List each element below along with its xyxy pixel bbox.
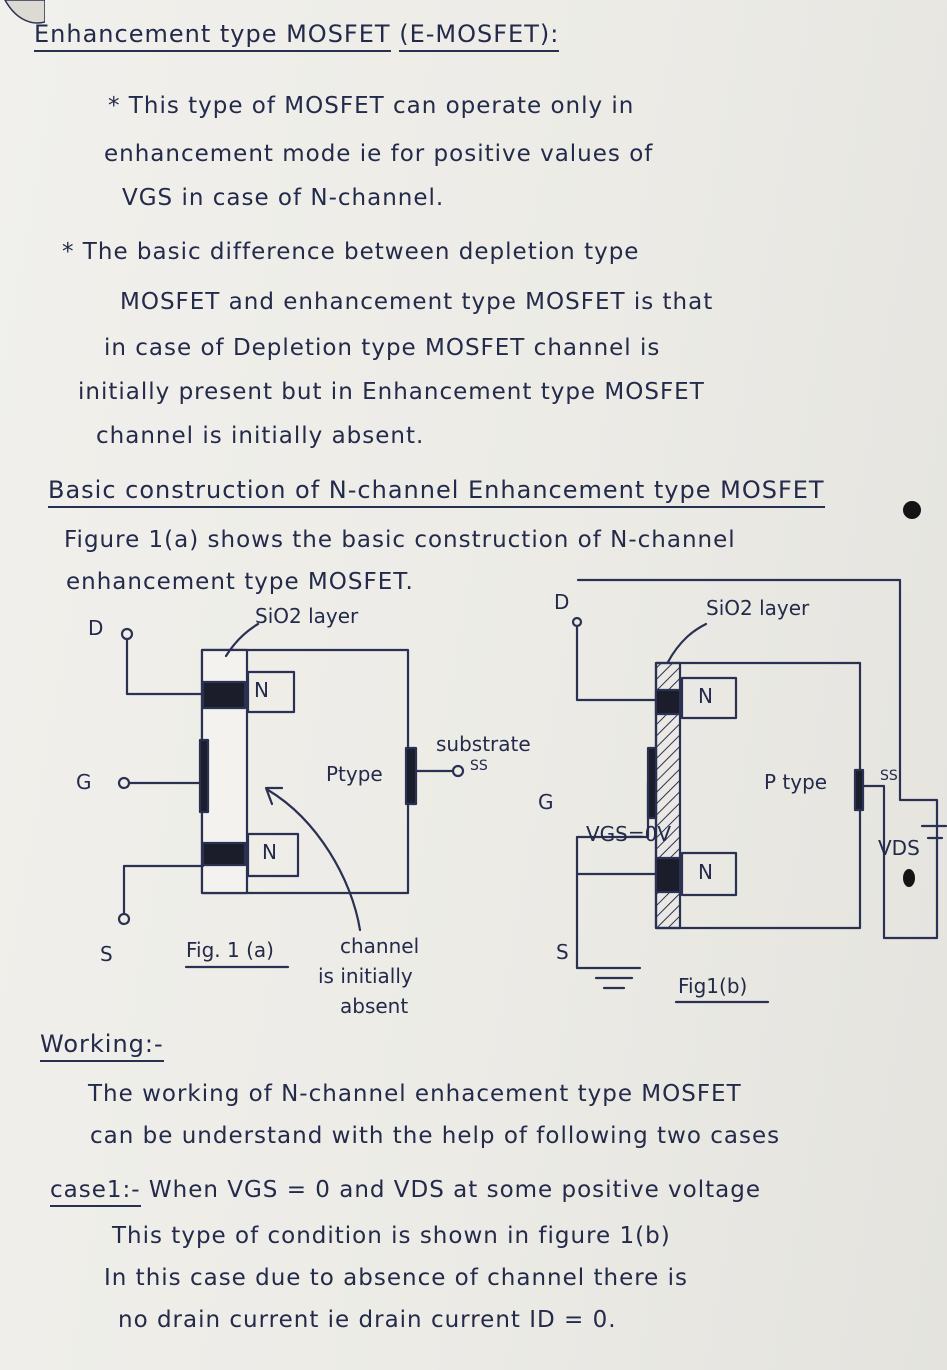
- drain-contact: [201, 680, 247, 710]
- working-heading: Working:-: [40, 1030, 164, 1062]
- source-contact-b: [654, 856, 682, 894]
- gate-source-wire: [575, 781, 650, 970]
- label-channel: channel: [340, 934, 420, 958]
- para2-line4: initially present but in Enhancement typ…: [78, 379, 705, 405]
- gate-plate-b: [646, 746, 658, 820]
- substrate-terminal: [451, 764, 465, 778]
- drain-wire-b: [575, 624, 658, 702]
- source-terminal: [117, 912, 131, 926]
- figure-1a: [117, 622, 465, 969]
- sio2-pointer-b: [666, 622, 708, 664]
- working-line1: The working of N-channel enhacement type…: [88, 1081, 742, 1107]
- substrate-contact-b: [853, 768, 865, 812]
- working-line2: can be understand with the help of follo…: [90, 1123, 781, 1149]
- label-vgs: VGS=0V: [586, 822, 672, 846]
- label-d-b: D: [554, 590, 570, 614]
- para1-line1: * This type of MOSFET can operate only i…: [108, 93, 635, 119]
- case1-line3: In this case due to absence of channel t…: [104, 1265, 689, 1291]
- sio2-pointer: [224, 622, 260, 658]
- label-absent: absent: [340, 994, 409, 1018]
- n-region-source-b: [680, 851, 738, 897]
- label-initially: is initially: [318, 964, 413, 988]
- label-ptype-b: P type: [764, 770, 828, 794]
- arrow-head: [264, 786, 284, 806]
- section-line2: enhancement type MOSFET.: [66, 569, 414, 595]
- heading-text: Enhancement type MOSFET: [34, 20, 391, 52]
- case1-label: case1:-: [50, 1177, 141, 1207]
- section-heading-text: Basic construction of N-channel Enhancem…: [48, 476, 825, 508]
- substrate-contact: [404, 746, 418, 806]
- ink-dot-right: [903, 869, 915, 887]
- label-s-a: S: [100, 942, 113, 966]
- label-g-a: G: [76, 770, 92, 794]
- para1-line3: VGS in case of N-channel.: [122, 185, 445, 211]
- working-heading-text: Working:-: [40, 1030, 164, 1062]
- para2-line1: * The basic difference between depletion…: [62, 239, 640, 265]
- p-substrate-body-b: [654, 661, 862, 930]
- para2-line5: channel is initially absent.: [96, 423, 425, 449]
- n-region-drain-b: [680, 676, 738, 720]
- label-n-bottom-a: N: [262, 840, 277, 864]
- label-d-a: D: [88, 616, 104, 640]
- label-n-bottom-b: N: [698, 860, 713, 884]
- label-ptype-a: Ptype: [326, 762, 383, 786]
- section-heading: Basic construction of N-channel Enhancem…: [48, 476, 825, 508]
- page-corner-mark: [4, 0, 45, 24]
- drain-contact-b: [654, 688, 682, 716]
- gate-plate: [198, 738, 210, 814]
- drain-terminal-b: [571, 616, 583, 628]
- gate-terminal: [117, 776, 131, 790]
- label-s-b: S: [556, 940, 569, 964]
- drain-terminal: [120, 627, 134, 641]
- label-n-top-b: N: [698, 684, 713, 708]
- label-vds: VDS: [878, 836, 920, 860]
- channel-pointer: [266, 788, 362, 932]
- case1-line4: no drain current ie drain current ID = 0…: [118, 1307, 617, 1333]
- para2-line3: in case of Depletion type MOSFET channel…: [104, 335, 661, 361]
- n-region-drain: [246, 670, 296, 714]
- label-substrate: substrate: [436, 732, 531, 756]
- label-ss-a: SS: [470, 758, 488, 774]
- label-fig1b: Fig1(b): [678, 974, 748, 998]
- case1-line1: case1:- When VGS = 0 and VDS at some pos…: [50, 1176, 761, 1207]
- ink-dot-top: [903, 501, 921, 519]
- figure-1b: [571, 578, 947, 1004]
- label-g-b: G: [538, 790, 554, 814]
- para1-line2: enhancement mode ie for positive values …: [104, 141, 654, 167]
- source-contact: [201, 841, 247, 867]
- source-wire: [122, 864, 205, 915]
- drain-wire: [125, 638, 205, 696]
- case1-line2: This type of condition is shown in figur…: [112, 1223, 671, 1249]
- label-n-top-a: N: [254, 678, 269, 702]
- vds-loop: [576, 578, 939, 940]
- section-line1: Figure 1(a) shows the basic construction…: [64, 527, 736, 553]
- heading-abbrev: (E-MOSFET):: [399, 20, 560, 52]
- label-fig1a: Fig. 1 (a): [186, 938, 274, 962]
- label-sio2-b: SiO2 layer: [706, 596, 810, 620]
- n-region-source: [246, 832, 300, 878]
- para2-line2: MOSFET and enhancement type MOSFET is th…: [120, 289, 714, 315]
- label-ss-b: SS: [880, 768, 898, 784]
- label-sio2-a: SiO2 layer: [255, 604, 359, 628]
- case1-condition: When VGS = 0 and VDS at some positive vo…: [148, 1177, 761, 1203]
- heading: Enhancement type MOSFET (E-MOSFET):: [34, 20, 560, 52]
